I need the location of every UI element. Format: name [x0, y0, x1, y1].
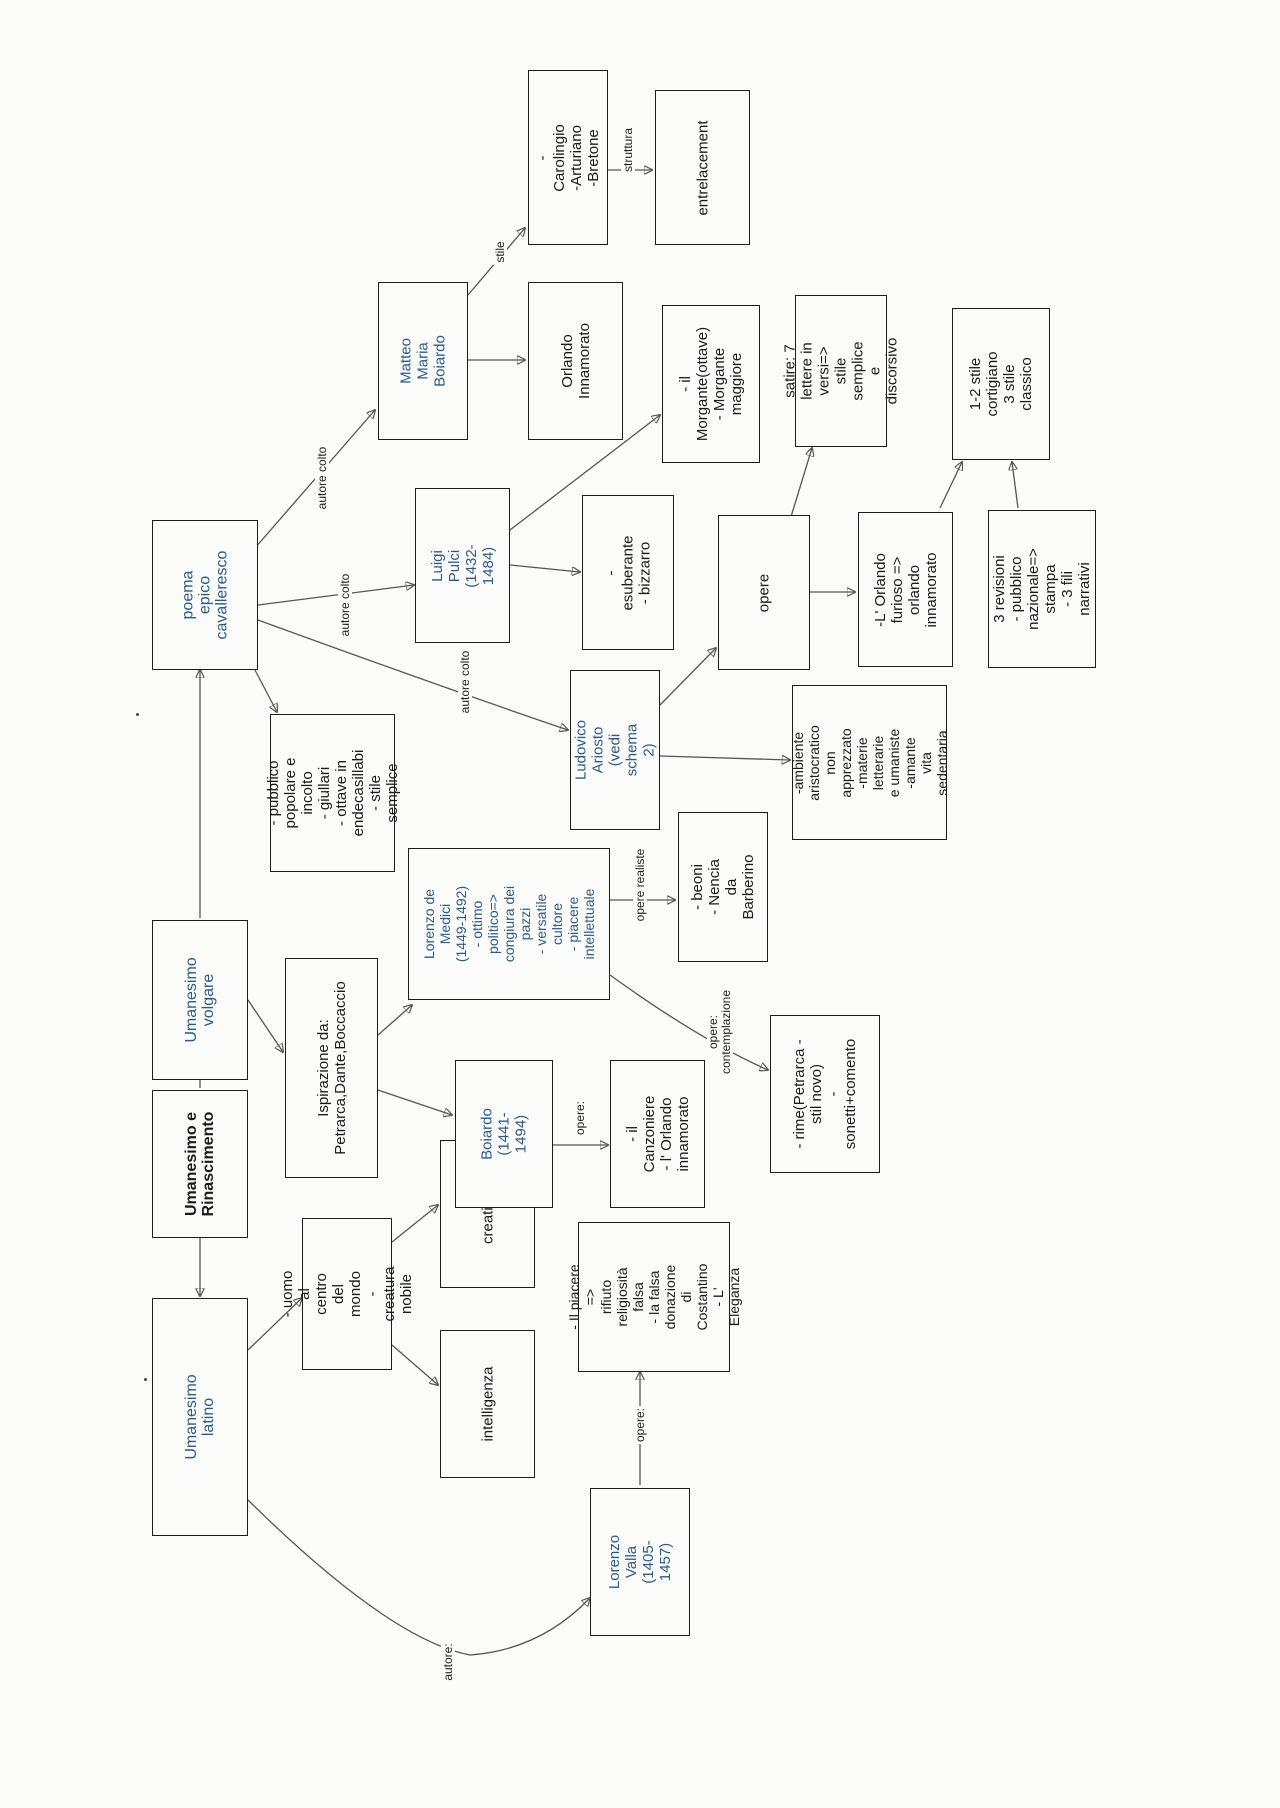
- edge-label-autore-colto-3: autore colto: [458, 648, 472, 716]
- edge-label-autore: autore:: [441, 1641, 455, 1683]
- node-satire: satire: 7 lettere in versi=> stile sempl…: [782, 295, 901, 447]
- edge-epico-pubblico: [254, 669, 277, 712]
- node-revisioni: 3 revisioni - pubblico nazionale=> stamp…: [988, 510, 1096, 668]
- node-poema-epico: poema epico cavalleresco: [152, 520, 258, 670]
- edge-volgare-ispirazione: [247, 999, 283, 1052]
- node-umanesimo-latino: Umanesimo latino: [152, 1298, 248, 1536]
- scan-speck: [136, 713, 139, 716]
- edge-latino-uomo: [247, 1298, 302, 1351]
- node-lorenzo-valla: Lorenzo Valla (1405-1457): [590, 1488, 690, 1636]
- node-uomo-centro: - uomo al centro del mondo - creatura no…: [279, 1218, 415, 1370]
- edge-uomo-intelligenza: [391, 1344, 438, 1385]
- node-entrelacement: entrelacement: [655, 90, 750, 245]
- edge-label-opere-contemplazione: opere: contemplazione: [706, 987, 733, 1077]
- node-lorenzo-medici: Lorenzo de Medici (1449-1492) - ottimo p…: [408, 848, 610, 1000]
- edge-ispirazione-boiardo: [377, 1089, 452, 1115]
- edge-ariosto-opere: [659, 648, 716, 706]
- edge-opere-satire: [789, 448, 812, 521]
- edge-epico-pulci: [257, 585, 414, 606]
- node-intelligenza: intelligenza: [440, 1330, 535, 1478]
- edge-label-struttura: struttura: [621, 125, 635, 175]
- edge-label-opere-boiardo: opere:: [573, 1098, 587, 1138]
- edge-epico-ariosto: [257, 619, 568, 730]
- node-umanesimo-rinascimento: Umanesimo e Rinascimento: [152, 1090, 248, 1238]
- edge-label-opere-realiste: opere realiste: [633, 846, 647, 924]
- edge-label-autore-colto-2: autore colto: [338, 571, 352, 639]
- node-luigi-pulci: Luigi Pulci (1432-1484): [415, 488, 510, 643]
- node-stile-cortigiano: 1-2 stile cortigiano 3 stile classico: [952, 308, 1050, 460]
- edge-medici-contemplazione: [609, 974, 768, 1070]
- node-orlando-innamorato: Orlando Innamorato: [528, 282, 623, 440]
- edge-ariosto-ambiente: [659, 756, 790, 760]
- scan-speck: [144, 1378, 147, 1381]
- edge-pulci-esuberante: [509, 564, 580, 572]
- node-ispirazione: Ispirazione da: Petrarca,Dante,Boccaccio: [285, 958, 378, 1178]
- edge-furioso-cortigiano: [939, 462, 962, 509]
- node-medici-realiste: - beoni - Nencia da Barberino: [678, 812, 768, 962]
- node-morgante: - il Morgante(ottave) - Morgante maggior…: [662, 305, 760, 463]
- node-valla-opere: - Il piacere => rifiuto religiosità fals…: [566, 1222, 742, 1372]
- node-esuberante: - esuberante - bizzarro: [582, 495, 674, 650]
- node-boiardo-opere: - il Canzoniere - l' Orlando innamorato: [610, 1060, 705, 1208]
- node-ambiente: -ambiente aristocratico non apprezzato -…: [790, 685, 950, 840]
- edge-pulci-morgante: [509, 415, 660, 531]
- edge-latino-valla: [247, 1499, 590, 1656]
- node-orlando-furioso: -L' Orlando furioso => orlando innamorat…: [858, 512, 953, 667]
- node-matteo-boiardo: Matteo Maria Boiardo: [378, 282, 468, 440]
- node-carolingio: -Carolingio -Arturiano -Bretone: [528, 70, 608, 245]
- edge-label-stile: stile: [493, 239, 507, 265]
- edge-label-autore-colto-1: autore colto: [315, 444, 329, 512]
- edge-revisioni-cortigiano: [1012, 462, 1019, 509]
- edge-label-opere-valla: opere:: [633, 1405, 647, 1445]
- node-opere: opere: [718, 515, 810, 670]
- node-medici-contemplazione: - rime(Petrarca - stil novo) - sonetti+c…: [770, 1015, 880, 1173]
- node-boiardo: Boiardo (1441-1494): [455, 1060, 553, 1208]
- edge-uomo-creativita: [391, 1205, 438, 1243]
- node-ludovico-ariosto: Ludovico Ariosto (vedi schema 2): [570, 670, 660, 830]
- node-pubblico: - pubblico popolare e incolto - giullari…: [265, 714, 401, 872]
- node-umanesimo-volgare: Umanesimo volgare: [152, 920, 248, 1080]
- edge-ispirazione-medici: [377, 1005, 412, 1036]
